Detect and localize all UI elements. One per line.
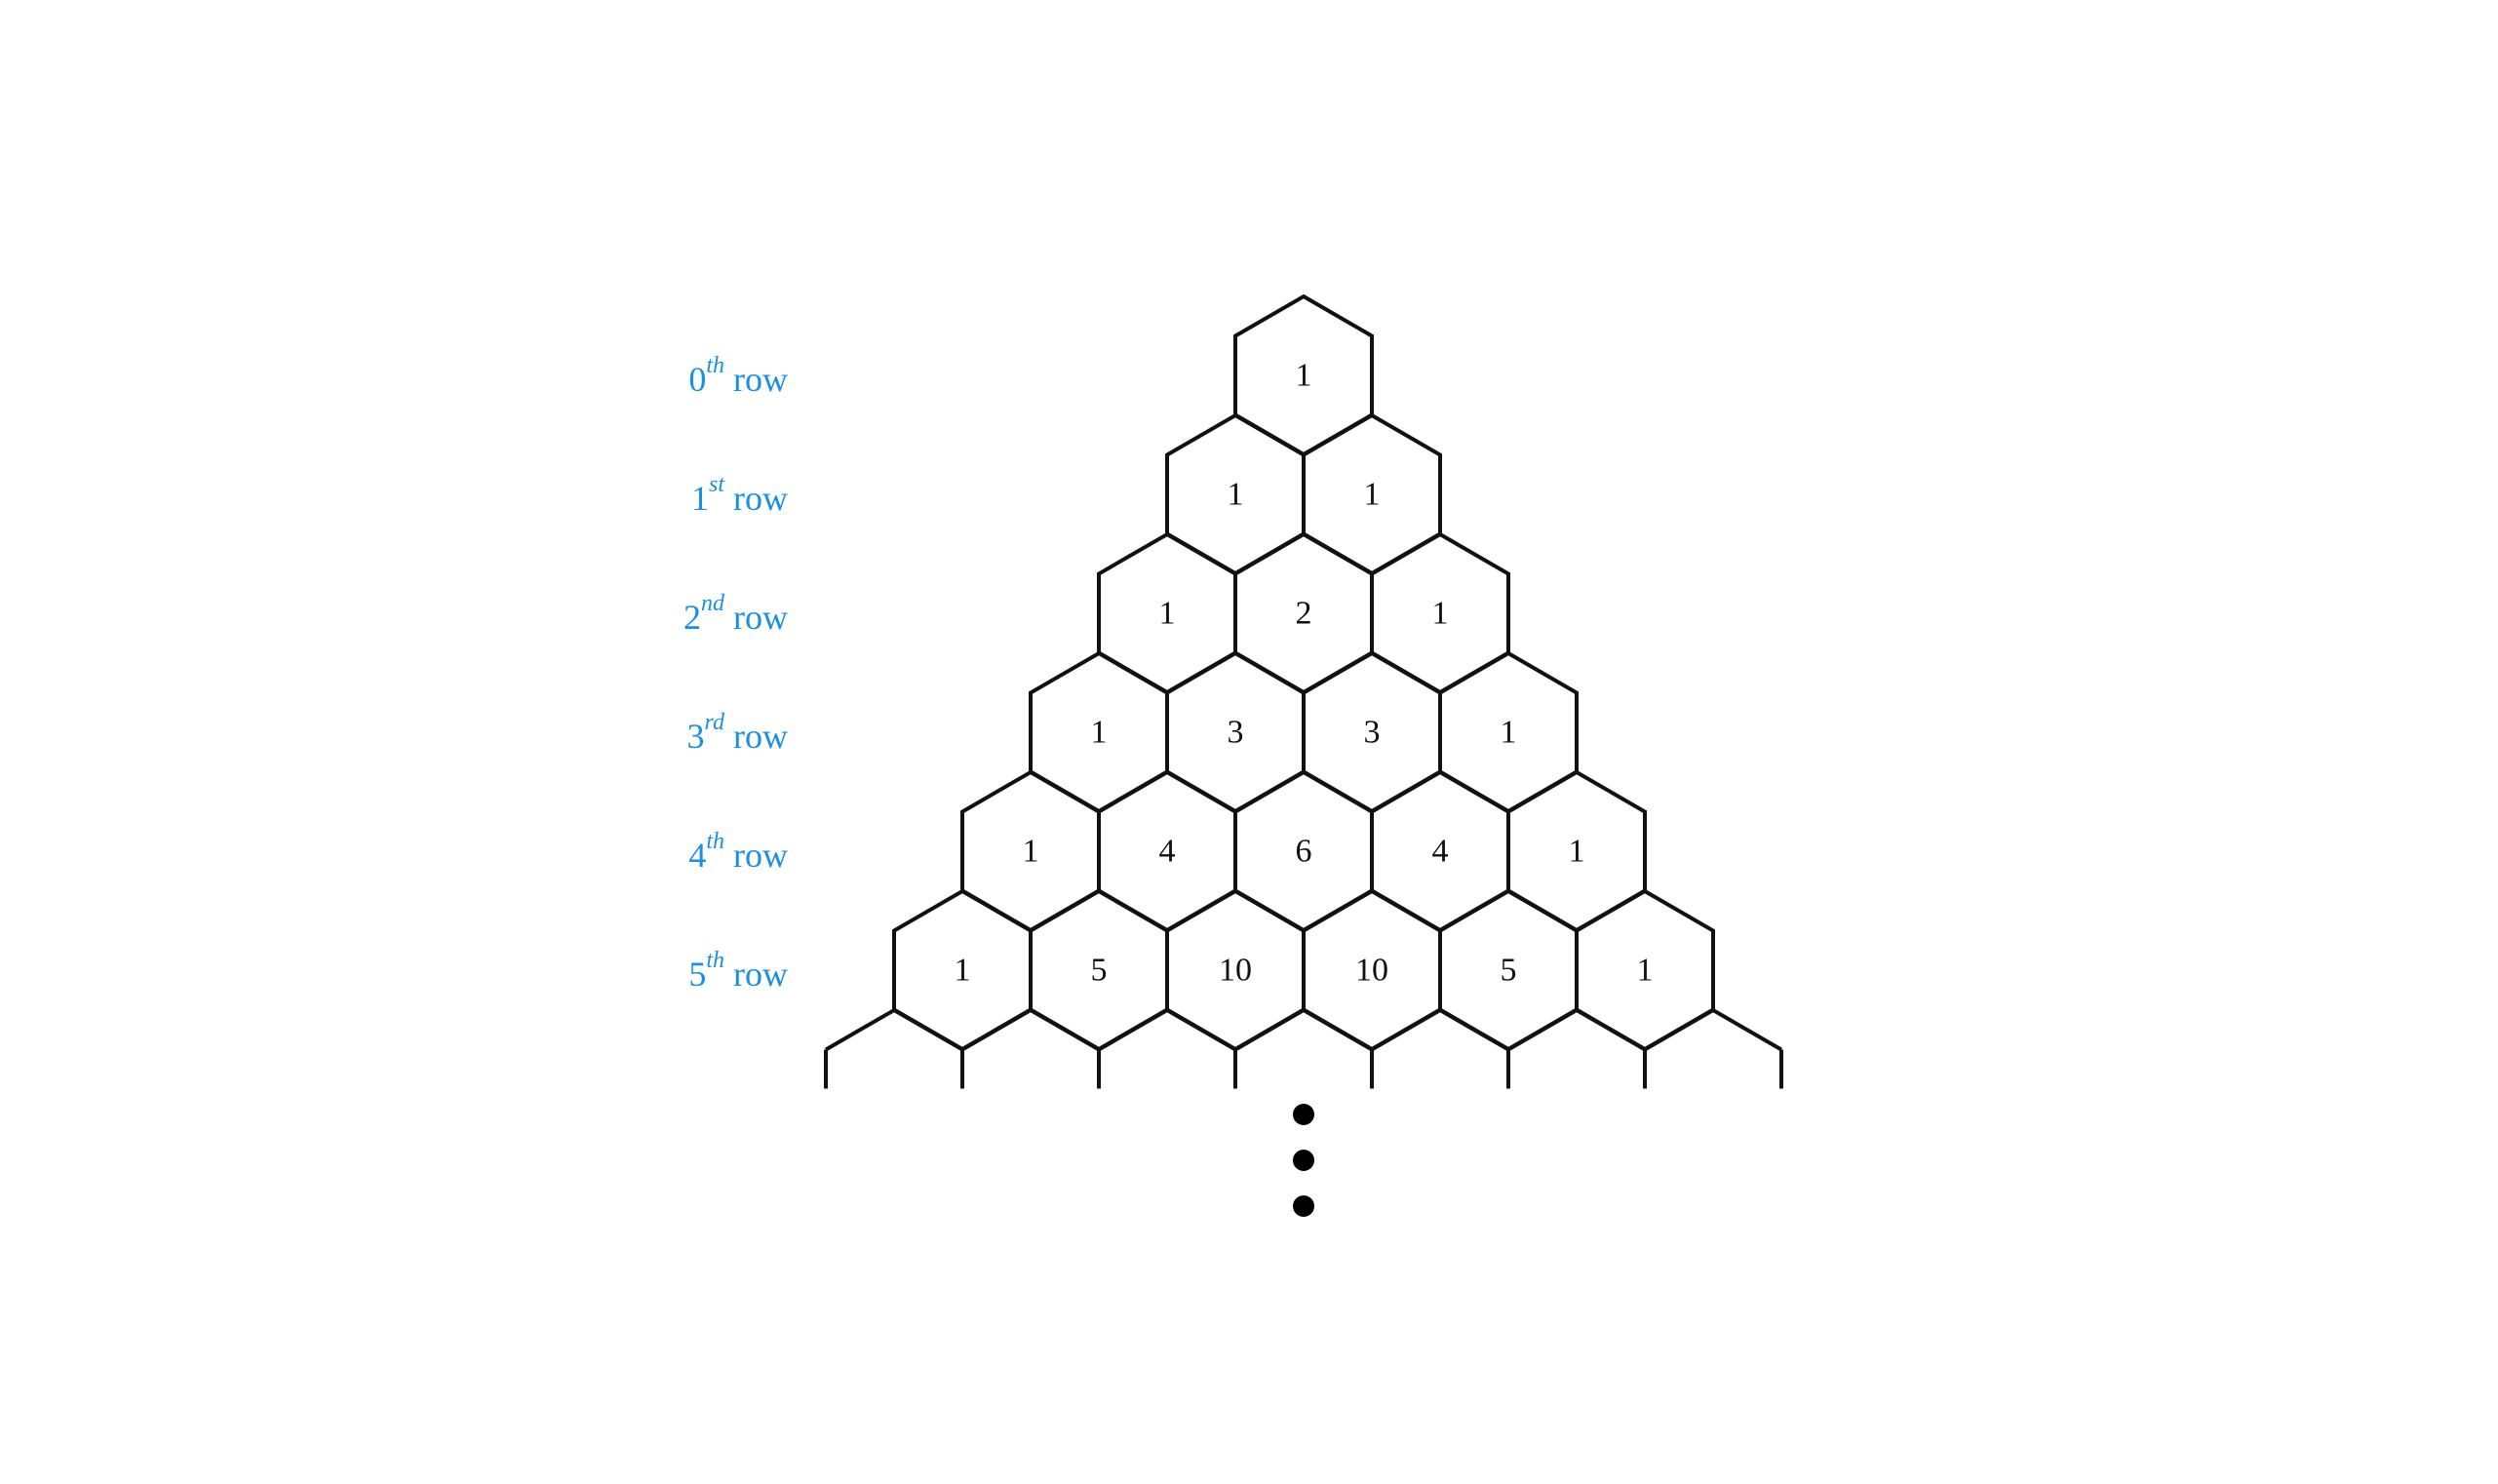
row-label: 5th row <box>688 948 788 994</box>
row-ordinal-suffix: th <box>706 353 724 378</box>
row-label: 3rd row <box>687 710 788 756</box>
cell-value: 4 <box>1432 834 1449 870</box>
row-ordinal-suffix: rd <box>705 710 725 735</box>
cell-value: 1 <box>1296 358 1312 394</box>
ellipsis-dot <box>1293 1150 1314 1171</box>
cell-value: 1 <box>1637 953 1654 989</box>
hex-cell: 1 <box>1506 769 1647 933</box>
row-label: 1st row <box>691 472 788 518</box>
row-word: row <box>724 717 788 756</box>
row-label: 4th row <box>688 829 788 875</box>
row-word: row <box>724 598 788 637</box>
row-ordinal-suffix: nd <box>701 591 725 616</box>
cell-value: 1 <box>1569 834 1585 870</box>
next-row-stubs <box>824 1007 1783 1089</box>
row-word: row <box>724 955 788 994</box>
cell-value: 3 <box>1228 715 1244 751</box>
cell-value: 5 <box>1501 953 1517 989</box>
hex-cell: 10 <box>1165 888 1306 1052</box>
row-word: row <box>724 360 788 399</box>
vertical-ellipsis <box>1293 1104 1314 1217</box>
row-number: 0 <box>688 360 706 399</box>
row-number: 1 <box>691 479 709 518</box>
cell-value: 1 <box>1091 715 1108 751</box>
ellipsis-dot <box>1293 1104 1314 1125</box>
hex-cell: 1 <box>1575 888 1715 1052</box>
row-word: row <box>724 479 788 518</box>
row-ordinal-suffix: st <box>709 472 725 497</box>
cell-value: 6 <box>1296 834 1312 870</box>
cell-value: 1 <box>1159 596 1176 632</box>
cell-value: 1 <box>1228 477 1244 513</box>
cell-value: 3 <box>1364 715 1381 751</box>
cell-value: 5 <box>1091 953 1108 989</box>
cell-value: 1 <box>1364 477 1381 513</box>
cell-value: 10 <box>1355 953 1388 989</box>
row-number: 3 <box>687 717 705 756</box>
cell-value: 1 <box>955 953 971 989</box>
row-number: 2 <box>683 598 701 637</box>
row-number: 4 <box>688 836 706 875</box>
ellipsis-dot <box>1293 1195 1314 1217</box>
cell-value: 1 <box>1501 715 1517 751</box>
cell-value: 2 <box>1296 596 1312 632</box>
next-row-zigzag <box>824 1007 1783 1052</box>
row-ordinal-suffix: th <box>706 829 724 854</box>
row-label: 2nd row <box>683 591 788 637</box>
row-ordinal-suffix: th <box>706 948 724 973</box>
row-label: 0th row <box>688 353 788 399</box>
row-word: row <box>724 836 788 875</box>
hex-grid: 1 1 1 1 2 1 1 3 3 1 1 4 6 4 1 1 5 10 10 5 1 <box>892 293 1715 1052</box>
hex-cell: 1 <box>1029 650 1169 814</box>
cell-value: 4 <box>1159 834 1176 870</box>
cell-value: 1 <box>1023 834 1039 870</box>
cell-value: 1 <box>1432 596 1449 632</box>
cell-value: 10 <box>1219 953 1252 989</box>
row-number: 5 <box>688 955 706 994</box>
